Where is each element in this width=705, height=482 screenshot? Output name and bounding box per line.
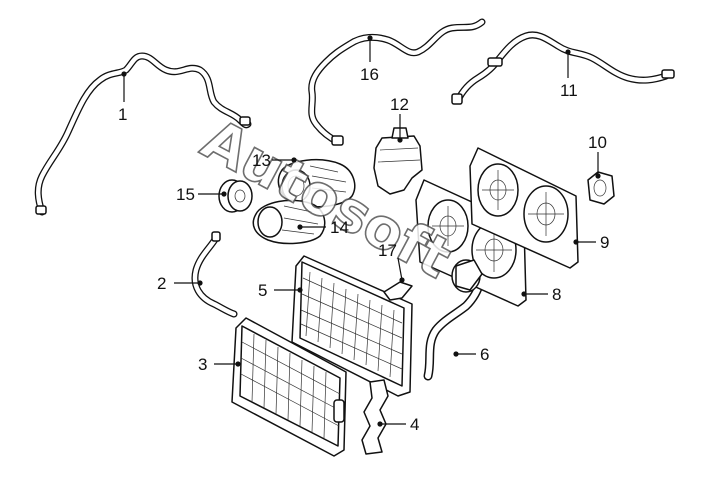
callout-8-label: 8 xyxy=(552,285,561,304)
callout-17-label: 17 xyxy=(378,241,397,260)
part-6-hose xyxy=(423,277,485,381)
callout-11-label: 11 xyxy=(560,81,578,100)
callout-1-label: 1 xyxy=(118,105,127,124)
part-5-radiator xyxy=(291,255,413,397)
part-15-pulley xyxy=(218,179,253,213)
callout-6-label: 6 xyxy=(480,345,489,364)
callout-10-label: 10 xyxy=(588,133,607,152)
callout-9-label: 9 xyxy=(600,233,609,252)
part-10-sensor xyxy=(587,171,615,205)
part-8-fan-shroud xyxy=(415,179,527,307)
part-14-compressor xyxy=(252,199,326,245)
part-2-pipe xyxy=(191,231,238,318)
part-1-hose xyxy=(34,52,252,216)
part-17-bracket xyxy=(383,281,413,301)
callouts: 1 2 3 4 5 6 8 9 10 1 xyxy=(118,35,609,434)
part-3-condenser xyxy=(231,317,347,457)
callout-13-label: 13 xyxy=(252,151,271,170)
part-16-hose xyxy=(308,18,486,146)
callout-2-label: 2 xyxy=(157,274,166,293)
part-11-wire xyxy=(451,31,675,105)
callout-3-label: 3 xyxy=(198,355,207,374)
callout-14-label: 14 xyxy=(330,218,349,237)
part-4-bracket xyxy=(361,379,389,455)
part-12-reservoir xyxy=(373,127,423,195)
callout-4-label: 4 xyxy=(410,415,419,434)
callout-12-label: 12 xyxy=(390,95,409,114)
callout-5-label: 5 xyxy=(258,281,267,300)
callout-16-label: 16 xyxy=(360,65,379,84)
part-9-fan-shroud xyxy=(469,147,579,269)
callout-15-label: 15 xyxy=(176,185,195,204)
fan-motor xyxy=(451,259,483,293)
